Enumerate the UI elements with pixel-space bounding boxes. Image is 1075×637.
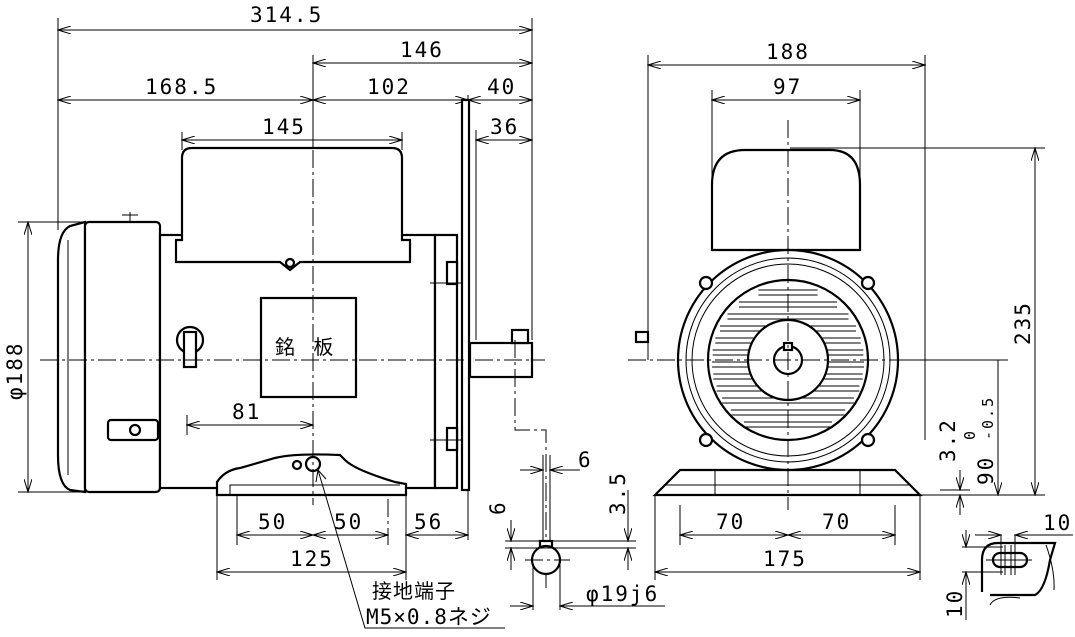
terminal-box (174, 146, 412, 272)
dim-97: 97 (773, 75, 802, 99)
bracket-bolts (698, 275, 876, 448)
dim-90-tol-upper: 0 (961, 429, 979, 440)
dim-3-2: 3.2 (936, 418, 960, 462)
dim-key-height: 6 (486, 500, 510, 515)
dim-slot-width: 10 (943, 589, 967, 618)
nameplate (259, 296, 358, 399)
dim-168-5: 168.5 (145, 75, 218, 99)
dim-175: 175 (763, 547, 807, 571)
dim-70-left: 70 (716, 510, 745, 534)
dim-314-5: 314.5 (250, 3, 323, 27)
side-view: 314.5 146 168.5 102 40 36 145 φ188 50 50… (3, 3, 545, 629)
dim-36: 36 (490, 115, 519, 139)
dim-235: 235 (1011, 301, 1035, 345)
front-view: 188 97 235 3.2 90 0 -0.5 70 70 175 (628, 40, 1045, 580)
dim-40: 40 (487, 75, 516, 99)
dim-125: 125 (290, 547, 334, 571)
fan-cover (83, 220, 162, 494)
ground-leader (317, 469, 505, 629)
dim-90-tol-lower: -0.5 (979, 396, 997, 440)
dim-146: 146 (400, 38, 444, 62)
dim-145: 145 (262, 115, 306, 139)
dim-key-depth: 3.5 (606, 471, 630, 515)
shaft-key-detail: 6 6 3.5 φ19j6 (486, 340, 665, 610)
dim-slot-length: 10 (1043, 511, 1072, 535)
rear-endcap (56, 220, 87, 494)
dim-50-right: 50 (334, 510, 363, 534)
dim-188: 188 (766, 40, 810, 64)
ground-screw-label: M5×0.8ネジ (366, 605, 492, 629)
dim-70-right: 70 (822, 510, 851, 534)
flange-plate (460, 98, 471, 492)
dim-shaft-diameter: φ19j6 (586, 582, 659, 606)
ground-terminal-label: 接地端子 (372, 579, 456, 603)
dim-81: 81 (232, 400, 261, 424)
nameplate-label: 銘 板 (275, 335, 339, 359)
dim-key-width: 6 (578, 448, 593, 472)
dim-56: 56 (414, 510, 443, 534)
dim-102: 102 (367, 75, 411, 99)
front-bracket (433, 233, 459, 490)
dim-90: 90 (974, 456, 998, 485)
foot-hole-detail: 10 10 (943, 511, 1073, 620)
dim-phi188: φ188 (3, 341, 27, 400)
terminal-box-front (710, 148, 862, 252)
dim-50-left: 50 (258, 510, 287, 534)
